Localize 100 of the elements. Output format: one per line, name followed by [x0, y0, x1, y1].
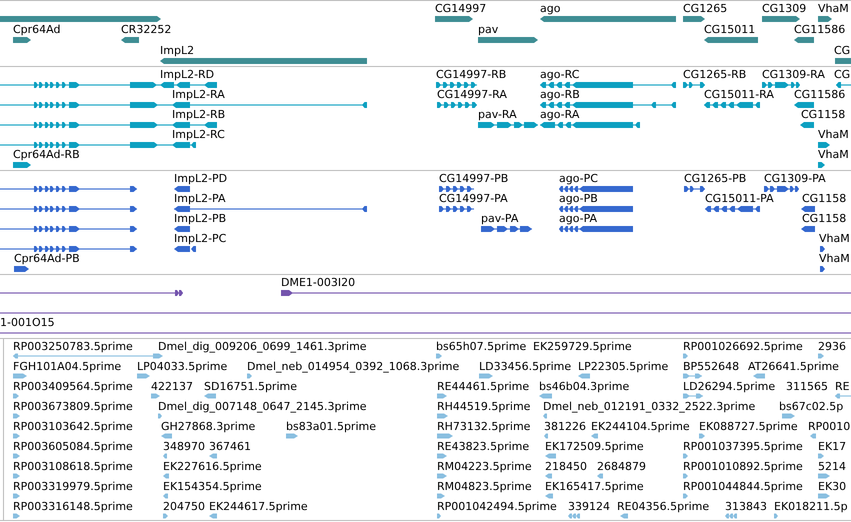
feature-label: RE04356.5prime	[617, 500, 710, 513]
feature-label: 311565	[786, 380, 828, 393]
feature-label: VhaM	[818, 2, 849, 15]
feature-label: ago-PC	[559, 172, 598, 185]
feature-label: 5214	[818, 460, 846, 473]
feature-label: ago-PA	[559, 212, 598, 225]
feature-label: ImpL2-RD	[160, 68, 214, 81]
feature-label: EK172509.5prime	[545, 440, 644, 453]
feature-label: RP001044844.5prime	[683, 480, 803, 493]
feature-label: DME1-003I20	[281, 276, 356, 289]
feature-label: Cpr64Ad-PB	[14, 252, 80, 265]
feature-label: VhaM	[819, 252, 850, 265]
feature-label: CG1265-PB	[684, 172, 746, 185]
feature-label: RH44519.5prime	[437, 400, 530, 413]
feature-label: ago-PB	[559, 192, 598, 205]
feature-label: EK018211.5p	[774, 500, 848, 513]
feature-label: Dmel_neb_012191_0332_2522.3prime	[543, 400, 756, 413]
feature-label: CG	[834, 68, 850, 81]
feature-label: RP003108618.5prime	[13, 460, 133, 473]
feature-label: pav-RA	[478, 108, 517, 121]
feature-label: BP552648	[683, 360, 740, 373]
feature-label: Dmel_dig_007148_0647_2145.3prime	[158, 400, 367, 413]
feature-label: CG1158	[802, 192, 846, 205]
feature-label: RP0010	[808, 420, 850, 433]
feature-label: 218450	[545, 460, 587, 473]
feature-label: AT26641.5prime	[748, 360, 839, 373]
feature-label: ago-RC	[540, 68, 580, 81]
feature-label: 1-001O15	[0, 316, 55, 329]
feature-label: FGH101A04.5prime	[13, 360, 122, 373]
feature-label: EK165417.5prime	[545, 480, 644, 493]
feature-label: CG11586	[794, 23, 846, 36]
feature-label: 422137	[151, 380, 193, 393]
feature-label: ImpL2-PA	[174, 192, 226, 205]
feature-label: CG1309	[762, 2, 806, 15]
feature-label: ago-RB	[540, 88, 580, 101]
feature-label: EK088727.5prime	[699, 420, 798, 433]
feature-label: ImpL2-PD	[174, 172, 228, 185]
feature-label: bs46b04.3prime	[539, 380, 630, 393]
feature-label: CG14997-RB	[436, 68, 506, 81]
feature-label: ago-RA	[540, 108, 580, 121]
feature-label: ImpL2	[160, 44, 194, 57]
feature-label: bs83a01.5prime	[286, 420, 376, 433]
feature-label: EK227616.5prime	[163, 460, 262, 473]
feature-label: CG1309-RA	[762, 68, 825, 81]
feature-label: RP001026692.5prime	[683, 340, 803, 353]
feature-label: 313843	[725, 500, 767, 513]
feature-label: ImpL2-PB	[174, 212, 226, 225]
feature-label: LD26294.5prime	[683, 380, 776, 393]
feature-label: RP003319979.5prime	[13, 480, 133, 493]
feature-label: RE43823.5prime	[437, 440, 530, 453]
feature-label: CR32252	[121, 23, 172, 36]
feature-label: CG15011-RA	[704, 88, 774, 101]
feature-label: ImpL2-PC	[174, 232, 226, 245]
feature-label: CG11586	[794, 88, 846, 101]
feature-label: SD16751.5prime	[204, 380, 297, 393]
feature-label: 2936	[818, 340, 846, 353]
feature-label: RP003409564.5prime	[13, 380, 133, 393]
feature-label: CG14997-PB	[439, 172, 508, 185]
feature-label: CG1158	[802, 212, 846, 225]
feature-label: 2684879	[597, 460, 646, 473]
feature-label: CG1265-RB	[683, 68, 746, 81]
feature-label: Cpr64Ad	[13, 23, 60, 36]
feature-label: RP001037395.5prime	[683, 440, 803, 453]
feature-label: LD33456.5prime	[479, 360, 572, 373]
feature-label: RP003250783.5prime	[13, 340, 133, 353]
feature-label: EK154354.5prime	[163, 480, 262, 493]
feature-label: pav-PA	[481, 212, 518, 225]
feature-label: Cpr64Ad-RB	[13, 148, 80, 161]
feature-label: VhaM	[819, 232, 850, 245]
feature-label: RE	[835, 380, 850, 393]
feature-label: VhaM	[818, 148, 849, 161]
feature-label: ImpL2-RA	[172, 88, 225, 101]
feature-label: pav	[478, 23, 498, 36]
feature-label: RM04223.5prime	[437, 460, 532, 473]
feature-label: ago	[540, 2, 560, 15]
feature-label: RP003103642.5prime	[13, 420, 133, 433]
feature-label: LP04033.5prime	[137, 360, 228, 373]
feature-label: bs65h07.5prime	[436, 340, 526, 353]
feature-label: RH73132.5prime	[437, 420, 530, 433]
feature-label: EK17	[818, 440, 846, 453]
feature-label: 204750	[163, 500, 205, 513]
feature-label: RE44461.5prime	[437, 380, 530, 393]
feature-label: GH27868.3prime	[161, 420, 256, 433]
feature-label: RP001010892.5prime	[683, 460, 803, 473]
feature-label: EK259729.5prime	[533, 340, 632, 353]
feature-label: RP003673809.5prime	[13, 400, 133, 413]
feature-label: EK30	[818, 480, 846, 493]
feature-label: Dmel_neb_014954_0392_1068.3prime	[247, 360, 460, 373]
feature-label: CG1158	[801, 108, 846, 121]
feature-label: bs67c02.5p	[779, 400, 844, 413]
feature-label: CG	[834, 44, 850, 57]
feature-label: CG14997	[435, 2, 486, 15]
feature-label: 381226	[544, 420, 586, 433]
feature-label: EK244617.5prime	[209, 500, 308, 513]
feature-label: VhaM	[818, 128, 849, 141]
feature-label: 367461	[209, 440, 251, 453]
feature-label: 339124	[568, 500, 610, 513]
feature-label: LP22305.5prime	[578, 360, 668, 373]
feature-label: 348970	[163, 440, 205, 453]
feature-label: RP001042494.5prime	[437, 500, 557, 513]
